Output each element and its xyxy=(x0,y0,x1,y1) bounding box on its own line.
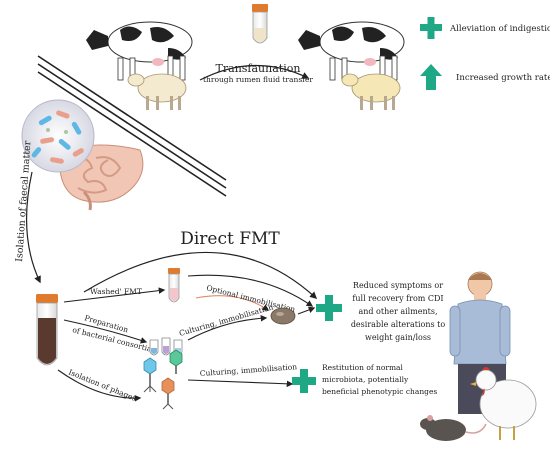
sheep-icon xyxy=(127,73,187,110)
fmt-outcome-line: weight gain/loss xyxy=(365,333,431,342)
culturing-label-2: Culturing, immobilisation xyxy=(200,362,298,378)
washed-to-outcome-arrow xyxy=(187,274,314,307)
plus-icon xyxy=(316,295,342,321)
plus-icon xyxy=(420,17,442,39)
rat-icon xyxy=(420,415,487,441)
faecal-sample-tube-icon xyxy=(36,294,58,366)
chicken-icon xyxy=(470,367,537,440)
phage-outcome-line: microbiota, potentially xyxy=(322,375,409,384)
bacterial-consortia-arrow xyxy=(63,319,148,344)
separator-lines xyxy=(37,55,227,197)
cow-icon xyxy=(86,21,193,81)
phage-isolation-label: Isolation of phages xyxy=(67,368,137,403)
direct-fmt-title: Direct FMT xyxy=(180,229,280,249)
capsule-icon xyxy=(270,307,296,325)
fmt-outcome-line: desirable alterations to xyxy=(351,320,446,329)
transfaunation-subtitle: through rumen fluid transfer xyxy=(203,75,313,84)
arrow-up-icon xyxy=(420,64,442,90)
phage-outcome-text: Restitution of normal microbiota, potent… xyxy=(322,363,437,396)
washed-fmt-label: 'Washed' FMT xyxy=(88,287,142,296)
phage-outcome-line: beneficial phenotypic changes xyxy=(322,387,437,396)
outcome-growth: Increased growth rates xyxy=(456,73,550,83)
cow-icon xyxy=(298,21,405,81)
fmt-outcome-line: and other ailments, xyxy=(358,307,437,316)
fmt-outcome-line: Reduced symptoms or xyxy=(353,281,443,290)
transfaunation-title: Transfaunation xyxy=(216,62,301,75)
plus-icon xyxy=(292,369,316,393)
direct-fmt-arrow xyxy=(83,251,318,299)
optional-immobilisation-arrow xyxy=(195,295,270,311)
isolation-arrow xyxy=(25,171,41,284)
washed-fmt-arrow xyxy=(63,287,166,303)
consortia-tubes-icon xyxy=(149,337,183,356)
phage-outcome-line: Restitution of normal xyxy=(322,363,404,372)
rumen-fluid-tube-icon xyxy=(252,4,268,44)
culturing-arrow-1 xyxy=(187,314,268,341)
transfaunation-arrow xyxy=(199,64,310,81)
culturing-label-1: Culturing, immobilisation xyxy=(178,302,274,338)
fmt-outcome-line: full recovery from CDI xyxy=(352,294,443,303)
washed-fmt-tube-icon xyxy=(168,268,180,303)
capsule-to-outcome-arrow xyxy=(297,306,316,315)
microbe-circle-icon xyxy=(21,99,95,173)
sheep-icon xyxy=(341,73,401,110)
outcome-indigestion: Alleviation of indigestion xyxy=(449,24,550,34)
isolation-faecal-label: Isolation of faecal matter xyxy=(14,140,33,262)
phage-isolation-arrow xyxy=(57,369,142,402)
culturing-arrow-2 xyxy=(187,379,294,388)
fmt-outcome-text: Reduced symptoms or full recovery from C… xyxy=(351,281,446,342)
phage-icon xyxy=(143,349,183,410)
